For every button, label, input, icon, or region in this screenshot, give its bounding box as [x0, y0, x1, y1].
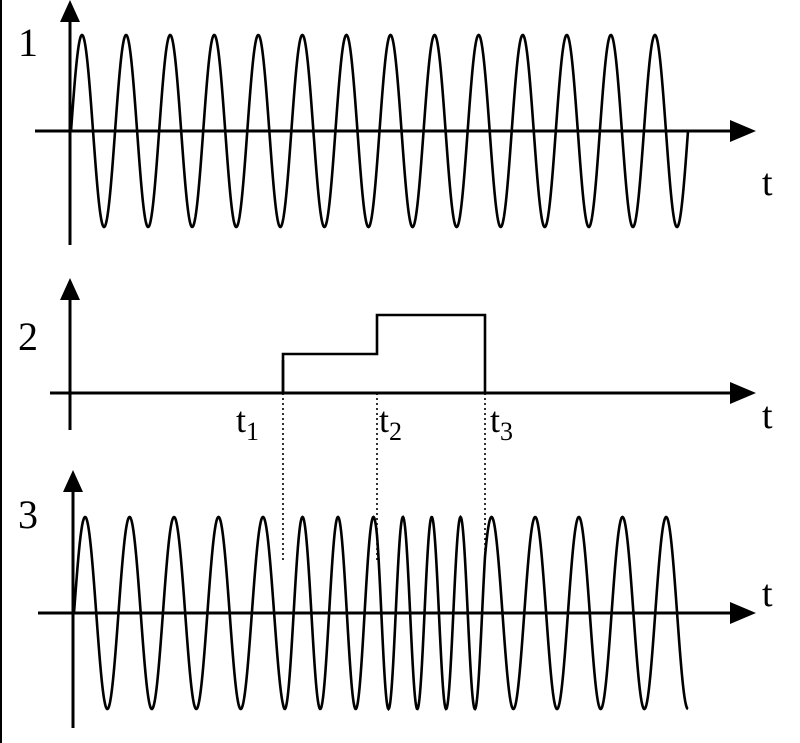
carrier-wave [69, 33, 690, 229]
panel-1-label: 1 [18, 20, 38, 65]
carrier-x-arrow [730, 120, 756, 142]
panel-modulated: 3 t [18, 470, 773, 728]
panel-2-label: 2 [18, 314, 38, 359]
modulating-step-signal [281, 313, 487, 393]
tick-t3-label: t3 [490, 400, 513, 446]
carrier-axis-t-label: t [762, 162, 773, 204]
carrier-y-arrow [60, 0, 80, 22]
modulated-wave [72, 515, 689, 711]
modulated-x-arrow [730, 602, 756, 624]
modulating-y-arrow [60, 278, 80, 300]
panel-modulating: 2 t t1 t2 t3 [18, 278, 773, 560]
modulated-axis-t-label: t [762, 573, 773, 615]
panel-3-label: 3 [18, 492, 38, 537]
modulating-x-arrow [730, 382, 756, 404]
modulating-axis-t-label: t [762, 395, 773, 437]
modulated-y-arrow [63, 470, 83, 492]
tick-t1-label: t1 [236, 400, 259, 446]
panel-carrier: 1 t [18, 0, 773, 245]
tick-t2-label: t2 [379, 400, 402, 446]
